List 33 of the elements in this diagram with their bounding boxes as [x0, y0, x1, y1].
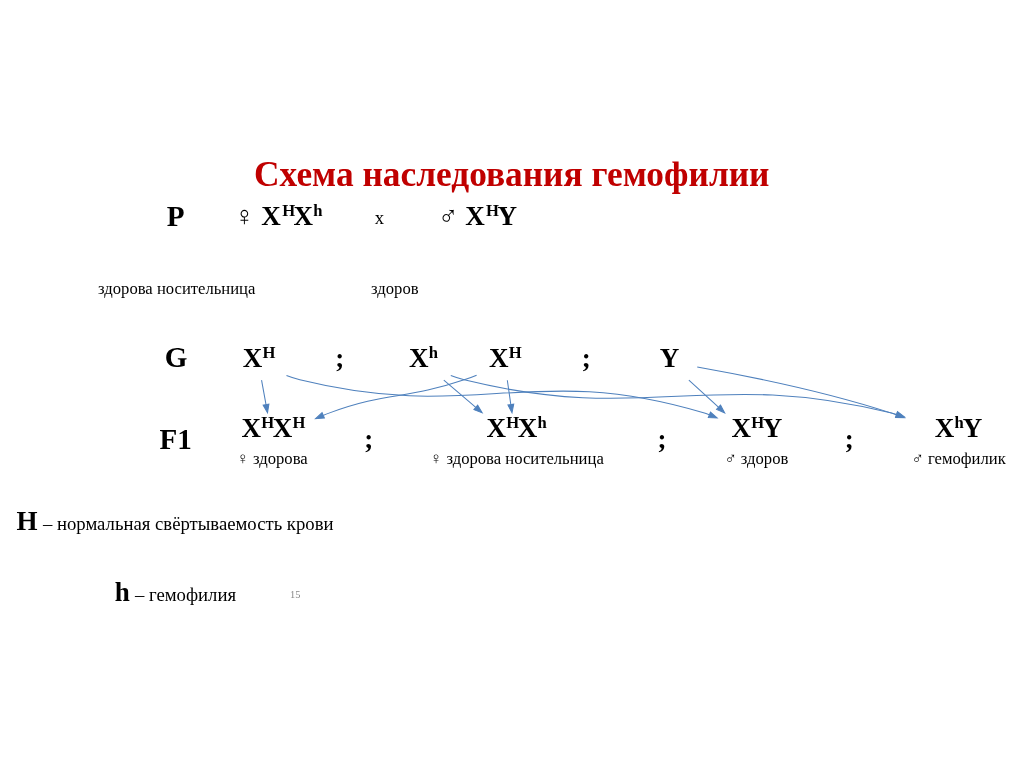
- label: P: [166, 199, 185, 232]
- label: здорова носительница: [98, 278, 256, 298]
- diagram-title: Схема наследования гемофилии: [254, 153, 770, 194]
- label: H – нормальная свёртываемость крови: [16, 505, 334, 536]
- label: ;: [364, 423, 374, 454]
- label: ♂ X$^{H}$Y: [438, 200, 517, 231]
- label: G: [164, 340, 188, 373]
- label: F1: [159, 422, 192, 455]
- label: ♀ X$^{H}$X$^{h}$: [234, 200, 323, 231]
- node-text: X$^{h}$: [409, 342, 439, 373]
- node-text: X$^{H}$X$^{h}$: [486, 412, 547, 443]
- arrow: [314, 374, 478, 419]
- label: ;: [657, 423, 667, 454]
- node-label: ♀ здорова: [236, 448, 308, 468]
- arrow: [261, 379, 270, 414]
- arrow: [443, 379, 484, 414]
- node-label: ♂ здоров: [724, 448, 789, 468]
- label: h – гемофилия: [114, 576, 237, 607]
- label: ;: [335, 342, 345, 373]
- node-text: Y: [659, 342, 680, 373]
- label: х: [374, 206, 385, 228]
- node-text: X$^{H}$: [489, 342, 522, 373]
- node-text: X$^{h}$Y: [934, 412, 983, 443]
- label: ;: [844, 423, 854, 454]
- arrow: [285, 374, 719, 418]
- node-text: X$^{H}$Y: [731, 412, 783, 443]
- node-label: ♀ здорова носительница: [429, 448, 604, 468]
- arrow: [506, 379, 515, 414]
- label: ;: [581, 342, 591, 373]
- arrow: [688, 379, 726, 414]
- label: 15: [289, 588, 301, 600]
- node-label: ♂ гемофилик: [911, 448, 1006, 468]
- label: здоров: [371, 278, 419, 298]
